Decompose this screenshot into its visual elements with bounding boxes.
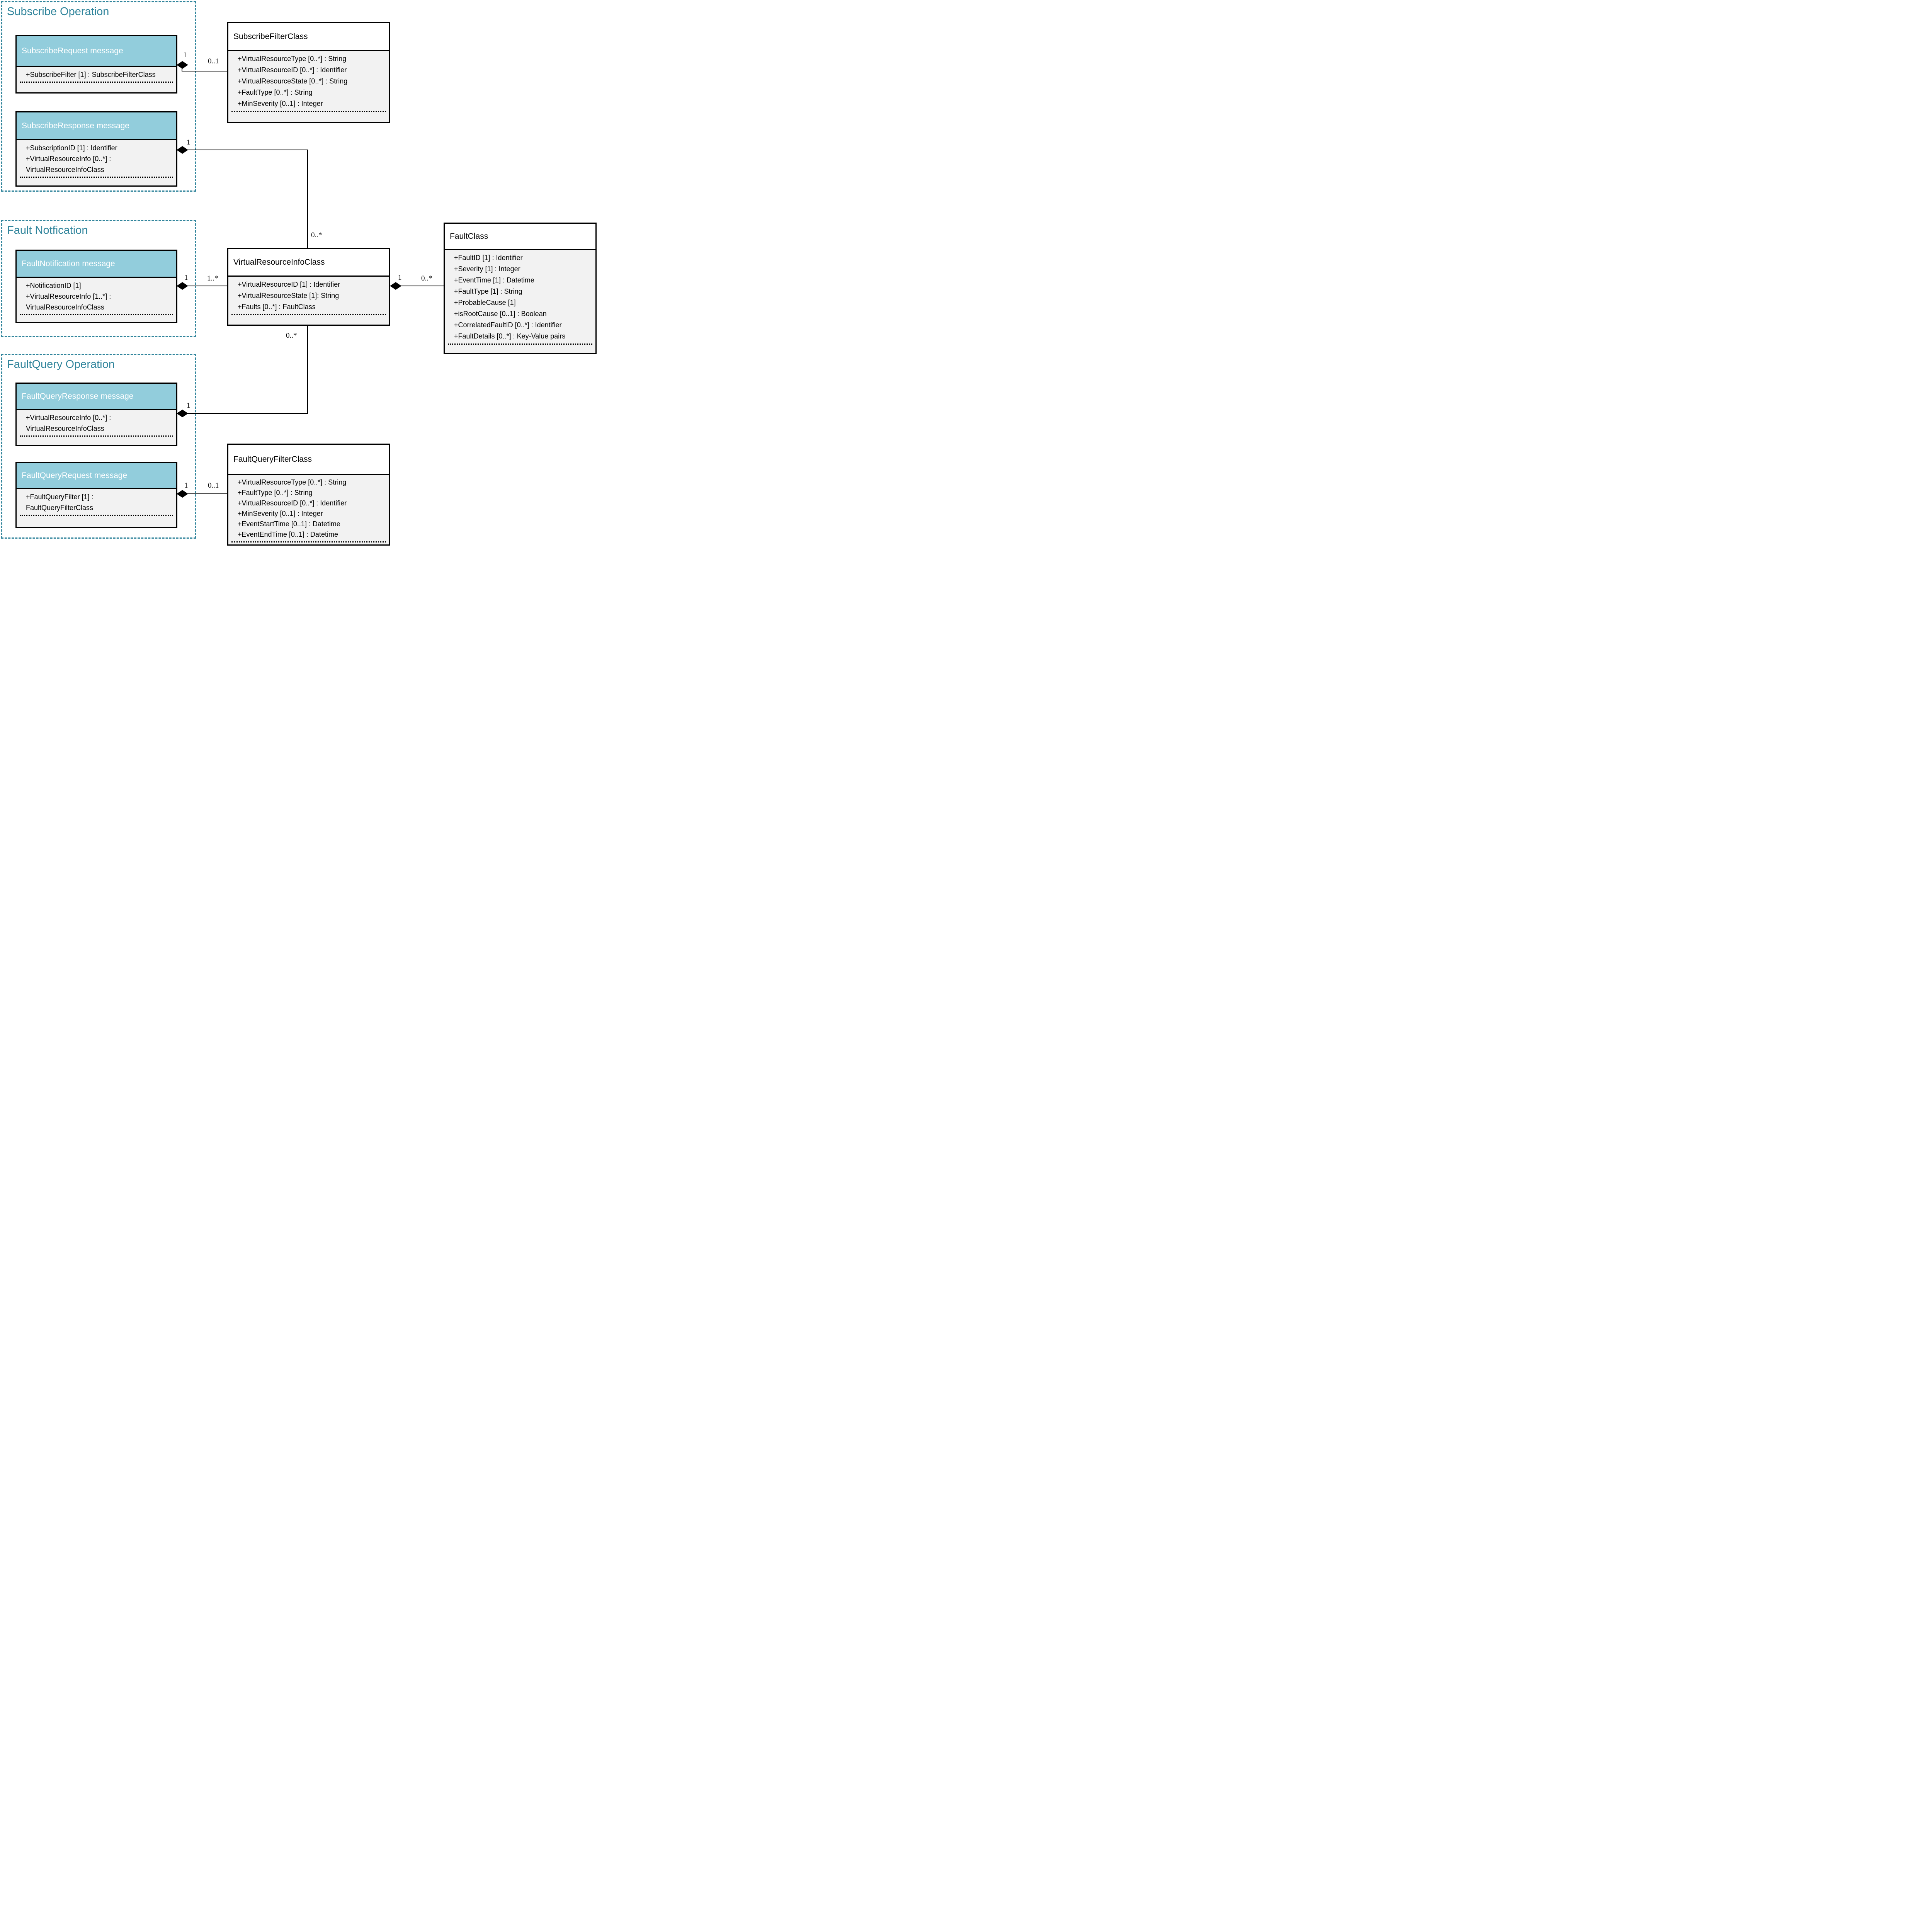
fault-notification-message-box: FaultNotification message +NotificationI…	[15, 250, 177, 323]
attribute-line: +SubscriptionID [1] : Identifier	[26, 144, 117, 152]
attribute-line: FaultQueryFilterClass	[26, 504, 94, 512]
faultquery-response-message-box: FaultQueryResponse message +VirtualResou…	[15, 383, 177, 446]
attribute-line: +VirtualResourceType [0..*] : String	[238, 55, 347, 63]
multiplicity-label: 1	[184, 481, 188, 490]
multiplicity-label: 1	[398, 274, 402, 282]
connector-line	[182, 413, 308, 414]
multiplicity-label: 1	[187, 401, 190, 410]
fault-notification-title: Fault Notfication	[7, 224, 88, 236]
attribute-line: VirtualResourceInfoClass	[26, 166, 104, 173]
fault-notification-group: Fault Notfication	[1, 220, 196, 337]
multiplicity-label: 1	[187, 138, 190, 146]
attribute-line: +FaultDetails [0..*] : Key-Value pairs	[454, 332, 566, 340]
connector-line	[182, 493, 227, 494]
composition-diamond-icon	[390, 282, 401, 290]
attribute-line: VirtualResourceInfoClass	[26, 303, 104, 311]
attribute-line: +FaultID [1] : Identifier	[454, 254, 523, 262]
attribute-line: +VirtualResourceInfo [0..*] :	[26, 155, 111, 163]
attribute-divider	[20, 515, 173, 516]
fault-notification-message-header: FaultNotification message	[17, 251, 176, 278]
subscribe-operation-group: Subscribe Operation	[1, 1, 196, 192]
attribute-line: +FaultType [0..*] : String	[238, 489, 313, 497]
composition-diamond-icon	[177, 146, 188, 154]
attribute-line: +Severity [1] : Integer	[454, 265, 520, 273]
attribute-line: +VirtualResourceID [0..*] : Identifier	[238, 499, 347, 507]
multiplicity-label: 1	[183, 51, 187, 59]
attribute-line: +NotificationID [1]	[26, 282, 81, 289]
faultquery-filter-class-box: FaultQueryFilterClass +VirtualResourceTy…	[227, 444, 390, 546]
multiplicity-label: 1..*	[207, 274, 218, 282]
attribute-line: +isRootCause [0..1] : Boolean	[454, 310, 547, 318]
attribute-line: +VirtualResourceID [0..*] : Identifier	[238, 66, 347, 74]
attribute-line: +VirtualResourceInfo [0..*] :	[26, 414, 111, 422]
uml-diagram: Subscribe Operation Fault Notfication Fa…	[0, 0, 597, 548]
attribute-divider	[20, 177, 173, 178]
attribute-divider	[231, 541, 386, 543]
attribute-line: +EventTime [1] : Datetime	[454, 276, 534, 284]
attribute-line: +MinSeverity [0..1] : Integer	[238, 510, 323, 517]
multiplicity-label: 0..*	[286, 332, 297, 340]
faultquery-operation-title: FaultQuery Operation	[7, 358, 115, 371]
attribute-line: +ProbableCause [1]	[454, 299, 516, 306]
attribute-line: +VirtualResourceID [1] : Identifier	[238, 281, 340, 288]
fault-class-box: FaultClass +FaultID [1] : Identifier +Se…	[444, 223, 597, 354]
virtual-resource-info-class-title: VirtualResourceInfoClass	[228, 249, 389, 277]
connector-line	[307, 326, 308, 414]
attribute-line: +EventStartTime [0..1] : Datetime	[238, 520, 340, 528]
composition-diamond-icon	[177, 282, 188, 290]
composition-diamond-icon	[177, 410, 188, 417]
attribute-divider	[231, 111, 386, 112]
attribute-divider	[20, 314, 173, 315]
attribute-line: +FaultType [1] : String	[454, 287, 522, 295]
multiplicity-label: 0..1	[208, 57, 219, 65]
subscribe-filter-class-box: SubscribeFilterClass +VirtualResourceTyp…	[227, 22, 390, 123]
subscribe-request-message-header: SubscribeRequest message	[17, 36, 176, 67]
subscribe-filter-class-title: SubscribeFilterClass	[228, 23, 389, 51]
attribute-line: +SubscribeFilter [1] : SubscribeFilterCl…	[26, 71, 156, 78]
subscribe-response-message-box: SubscribeResponse message +SubscriptionI…	[15, 111, 177, 187]
connector-line	[307, 150, 308, 248]
attribute-divider	[20, 82, 173, 83]
subscribe-operation-title: Subscribe Operation	[7, 5, 109, 18]
multiplicity-label: 0..1	[208, 481, 219, 490]
faultquery-response-message-header: FaultQueryResponse message	[17, 384, 176, 410]
multiplicity-label: 0..*	[311, 231, 322, 239]
faultquery-request-message-box: FaultQueryRequest message +FaultQueryFil…	[15, 462, 177, 528]
subscribe-response-message-header: SubscribeResponse message	[17, 112, 176, 140]
attribute-line: +FaultQueryFilter [1] :	[26, 493, 94, 501]
attribute-line: VirtualResourceInfoClass	[26, 425, 104, 432]
attribute-line: +VirtualResourceInfo [1..*] :	[26, 293, 111, 300]
faultquery-filter-class-title: FaultQueryFilterClass	[228, 445, 389, 475]
multiplicity-label: 0..*	[421, 274, 432, 282]
attribute-line: +CorrelatedFaultID [0..*] : Identifier	[454, 321, 562, 329]
attribute-line: +MinSeverity [0..1] : Integer	[238, 100, 323, 107]
attribute-line: +VirtualResourceType [0..*] : String	[238, 478, 347, 486]
virtual-resource-info-class-box: VirtualResourceInfoClass +VirtualResourc…	[227, 248, 390, 326]
faultquery-request-message-header: FaultQueryRequest message	[17, 463, 176, 489]
attribute-line: +VirtualResourceState [0..*] : String	[238, 77, 348, 85]
attribute-line: +FaultType [0..*] : String	[238, 88, 313, 96]
attribute-line: +Faults [0..*] : FaultClass	[238, 303, 316, 311]
fault-class-title: FaultClass	[445, 224, 595, 250]
faultquery-operation-group: FaultQuery Operation	[1, 354, 196, 539]
attribute-line: +VirtualResourceState [1]: String	[238, 292, 339, 299]
attribute-line: +EventEndTime [0..1] : Datetime	[238, 531, 338, 538]
subscribe-request-message-box: SubscribeRequest message +SubscribeFilte…	[15, 35, 177, 94]
attribute-divider	[231, 314, 386, 315]
composition-diamond-icon	[177, 490, 188, 498]
attribute-divider	[448, 344, 592, 345]
multiplicity-label: 1	[184, 274, 188, 282]
attribute-divider	[20, 435, 173, 437]
composition-diamond-icon	[177, 61, 188, 69]
